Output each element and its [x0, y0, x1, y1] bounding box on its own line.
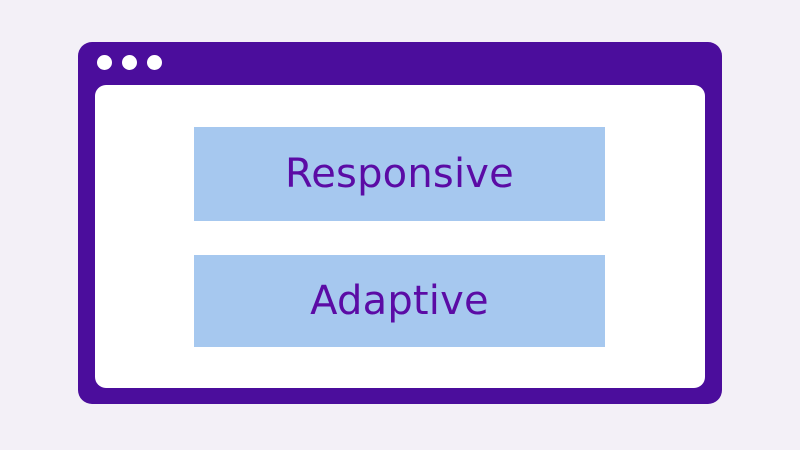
window-close-icon[interactable]: [97, 55, 112, 70]
card-adaptive[interactable]: Adaptive: [194, 255, 605, 347]
browser-title-bar: [78, 42, 722, 85]
card-adaptive-label: Adaptive: [310, 278, 489, 324]
window-maximize-icon[interactable]: [147, 55, 162, 70]
card-responsive-label: Responsive: [285, 151, 514, 197]
window-minimize-icon[interactable]: [122, 55, 137, 70]
card-responsive[interactable]: Responsive: [194, 127, 605, 221]
browser-viewport: Responsive Adaptive: [95, 85, 705, 388]
browser-window: Responsive Adaptive: [78, 42, 722, 404]
